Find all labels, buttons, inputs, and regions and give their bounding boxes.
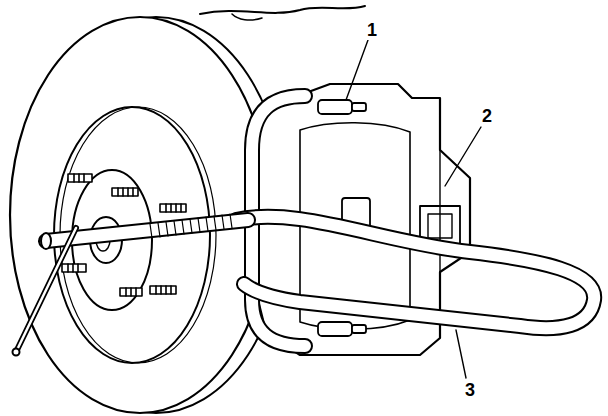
lug-studs	[74, 174, 84, 182]
hand-outline	[200, 6, 365, 14]
leader-lines	[445, 127, 481, 186]
callout-number: 3	[463, 380, 477, 400]
lug-studs	[120, 288, 142, 296]
lug-studs	[112, 188, 138, 196]
caliper-fittings	[318, 322, 352, 336]
lug-studs	[68, 264, 78, 272]
brake-rotor	[10, 17, 286, 413]
lug-studs	[150, 286, 176, 294]
lug-studs	[68, 174, 92, 182]
callout-number: 2	[480, 106, 494, 126]
lug-studs	[118, 188, 133, 196]
hand-outline	[200, 6, 365, 20]
lug-studs	[150, 286, 176, 294]
caliper-fittings	[352, 325, 366, 333]
leader-lines	[456, 330, 466, 378]
hand-outline	[232, 14, 262, 20]
lug-studs	[166, 204, 181, 212]
brake-rotor	[10, 17, 270, 413]
lug-studs	[126, 288, 136, 296]
t-handle	[16, 228, 76, 352]
lug-studs	[160, 204, 186, 212]
leader-lines	[346, 40, 481, 378]
lug-studs	[160, 204, 186, 212]
lug-studs	[112, 188, 138, 196]
threaded-rod	[41, 233, 51, 249]
lug-studs	[62, 264, 86, 272]
threaded-rod	[150, 214, 232, 238]
t-handle	[13, 349, 20, 356]
lug-studs	[62, 264, 86, 272]
t-handle	[13, 228, 77, 356]
lug-studs	[68, 174, 92, 182]
caliper-fittings	[352, 103, 366, 111]
leader-lines	[346, 40, 368, 100]
tool-arm	[236, 217, 594, 328]
lug-studs	[156, 286, 171, 294]
t-handle	[16, 228, 76, 352]
lug-studs	[120, 288, 142, 296]
callout-number: 1	[365, 20, 379, 40]
tool-arm	[236, 217, 594, 328]
tool-arm	[236, 217, 594, 328]
caliper-fittings	[318, 100, 352, 114]
